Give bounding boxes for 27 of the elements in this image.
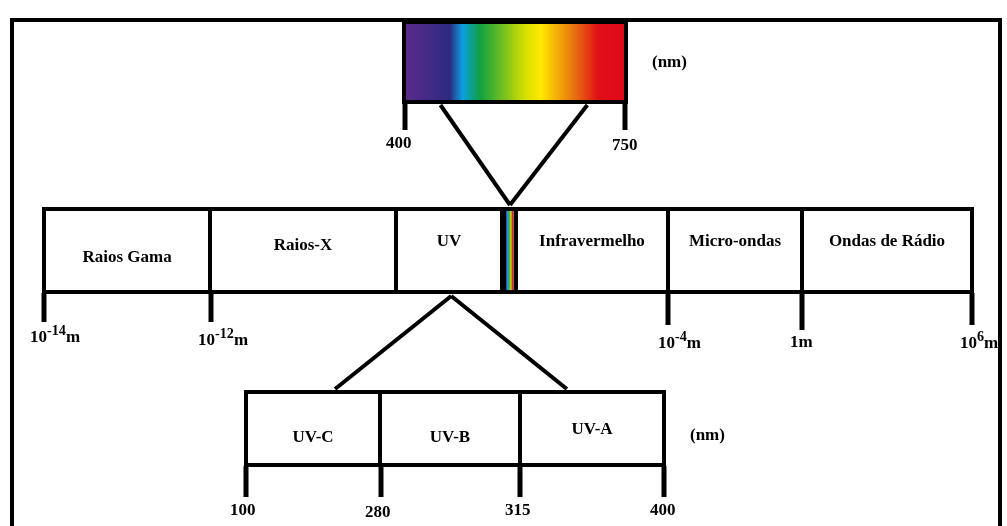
scale-value: 280 (365, 502, 391, 522)
zoom-line (508, 103, 589, 207)
zoom-line (449, 294, 569, 391)
band-label: Raios Gama (82, 246, 172, 267)
band-label: UV (436, 230, 462, 251)
band-label: UV-A (571, 418, 613, 439)
band-label: Raios-X (273, 234, 333, 255)
band-label: Infravermelho (539, 230, 645, 251)
zoom-line (333, 294, 453, 391)
zoom-line (438, 103, 512, 207)
scale-value: 100 (230, 500, 256, 520)
scale-value: 10$^{-14}$m (30, 322, 81, 347)
scale-value: 400 (650, 500, 676, 520)
scale-value: 10$^{6}$m (960, 328, 999, 353)
scale-value: 750 (612, 135, 638, 155)
unit-label: (nm) (690, 425, 725, 445)
band-label: UV-C (292, 426, 334, 447)
unit-label: (nm) (652, 52, 687, 72)
scale-value: 1m (790, 332, 813, 352)
band-label: Ondas de Rádio (828, 230, 946, 251)
scale-value: 315 (505, 500, 531, 520)
scale-value: 400 (386, 133, 412, 153)
band-label: UV-B (429, 426, 471, 447)
visible-spectrum-bar (402, 20, 628, 104)
band-label: Micro-ondas (688, 230, 782, 251)
scale-value: 10$^{-12}$m (198, 325, 249, 350)
scale-value: 10$^{-4}$m (658, 328, 701, 353)
